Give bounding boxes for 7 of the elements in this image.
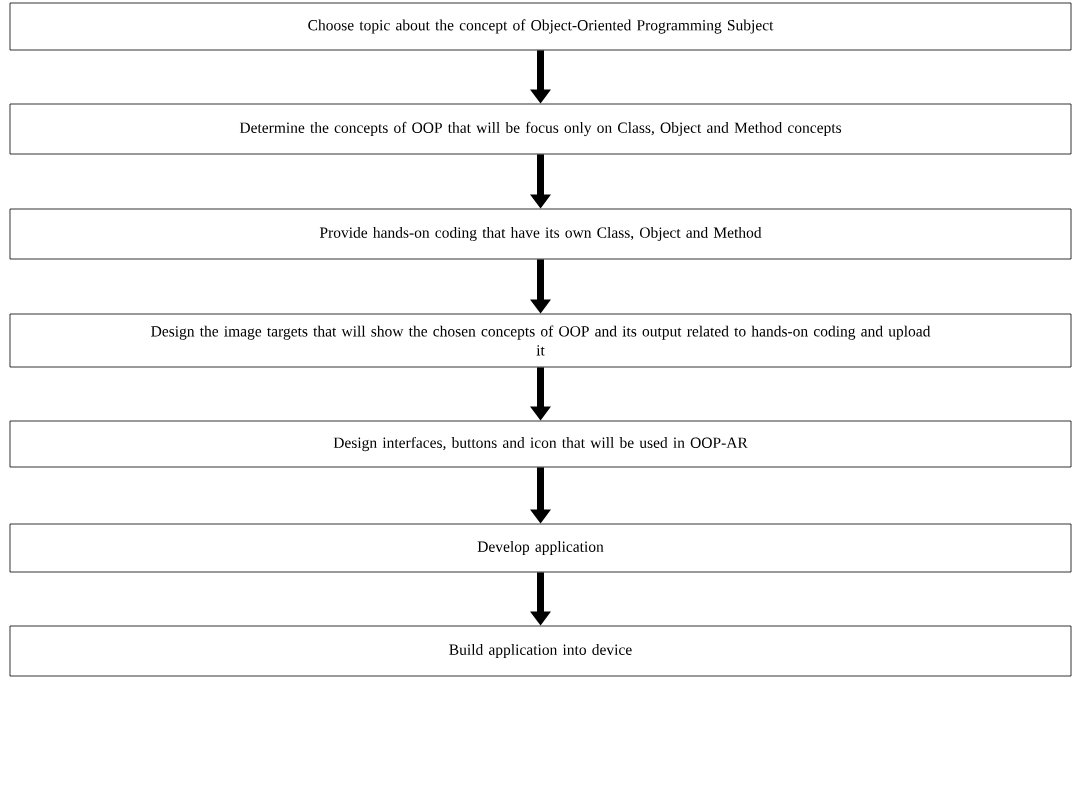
process-box: Design interfaces, buttons and icon that will be used in OOP-AR xyxy=(9,420,1072,468)
process-box: Design the image targets that will show the chosen concepts of OOP and its output related to hands-on coding and upload it xyxy=(9,313,1072,368)
process-box: Build application into device xyxy=(9,625,1072,677)
process-box: Determine the concepts of OOP that will be focus only on Class, Object and Method concepts xyxy=(9,103,1072,155)
process-box: Choose topic about the concept of Object-Oriented Programming Subject xyxy=(9,2,1072,51)
process-box: Develop application xyxy=(9,523,1072,573)
process-box: Provide hands-on coding that have its own Class, Object and Method xyxy=(9,208,1072,260)
